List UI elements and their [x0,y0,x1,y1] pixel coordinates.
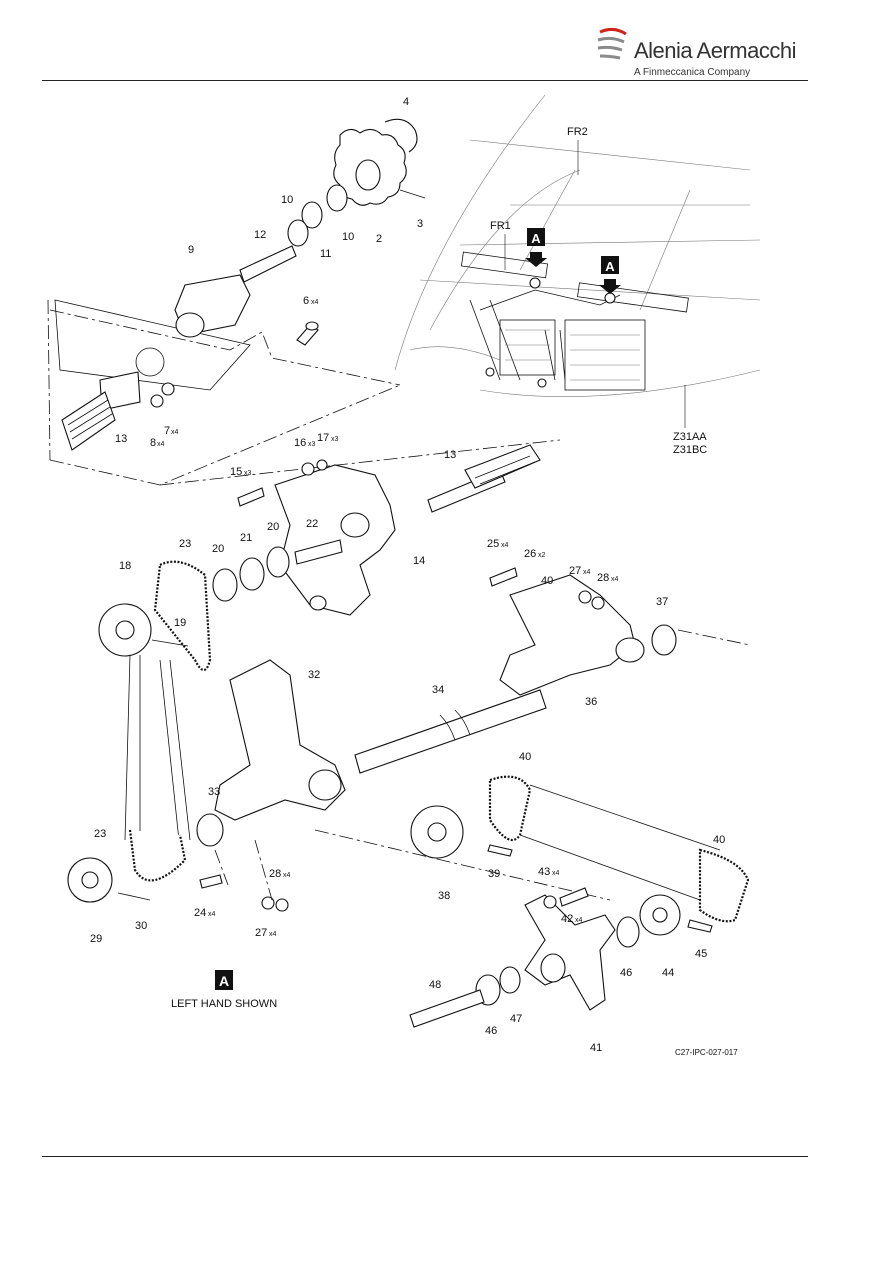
callout-6-qty: x4 [311,299,319,306]
callout-39: 39 [488,868,500,880]
callout-26: 26 [524,548,536,560]
callout-8: 8 [150,437,156,449]
drawing-code: C27-IPC-027-017 [675,1048,738,1057]
callout-32: 32 [308,669,320,681]
callout-36: 36 [585,696,597,708]
callout-28-qty: x4 [611,576,619,583]
callout-46b: 46 [485,1025,497,1037]
callout-4: 4 [403,96,409,108]
callout-26-qty: x2 [538,552,546,559]
company-logo: Alenia Aermacchi A Finmeccanica Company [596,22,796,82]
view-arrow-icon [599,279,621,294]
callout-48: 48 [429,979,441,991]
callout-3: 3 [417,218,423,230]
callout-7: 7 [164,425,170,437]
callout-29: 29 [90,933,102,945]
view-flag-letter: A [219,973,229,989]
callout-42: 42 [561,913,573,925]
upper-shaft-assembly [47,118,561,486]
callout-15: 15 [230,466,242,478]
callout-33: 33 [208,786,220,798]
frame-label-fr1: FR1 [490,220,511,232]
callout-17: 17 [317,432,329,444]
frame-label-fr2: FR2 [567,126,588,138]
callout-28b: 28 [269,868,281,880]
zone-label-z31aa: Z31AA [673,431,707,443]
view-caption: LEFT HAND SHOWN [171,998,277,1010]
view-a-legend: A LEFT HAND SHOWN [171,970,277,1010]
callout-25-qty: x4 [501,542,509,549]
left-chain-drive [67,560,212,903]
callout-20b: 20 [267,521,279,533]
footer-divider [42,1156,808,1157]
brand-tagline: A Finmeccanica Company [634,67,751,78]
callout-19: 19 [174,617,186,629]
callout-numbers: 4 10 3 12 10 11 2 9 6 x4 13 8 x4 7 x4 16… [90,96,725,1054]
callout-45: 45 [695,948,707,960]
view-flag-box [601,256,619,274]
callout-13: 13 [115,433,127,445]
callout-42-qty: x4 [575,917,583,924]
callout-37: 37 [656,596,668,608]
bracket-assembly [212,444,541,616]
callout-13b: 13 [444,449,456,461]
callout-14: 14 [413,555,425,567]
callout-25: 25 [487,538,499,550]
zone-label-z31bc: Z31BC [673,444,707,456]
lower-right-assembly [409,775,750,1028]
callout-24-qty: x4 [208,911,216,918]
callout-15-qty: x3 [244,470,252,477]
callout-23b: 23 [94,828,106,840]
callout-43-qty: x4 [552,870,560,877]
callout-23: 23 [179,538,191,550]
view-flag-letter: A [531,231,541,246]
callout-41: 41 [590,1042,602,1054]
callout-40: 40 [541,575,553,587]
callout-47: 47 [510,1013,522,1025]
callout-16-qty: x3 [308,441,316,448]
callout-44: 44 [662,967,674,979]
callout-12: 12 [254,229,266,241]
view-flag-box [527,228,545,246]
view-flag-box [215,970,233,990]
callout-8-qty: x4 [157,441,165,448]
callout-27: 27 [569,565,581,577]
callout-7-qty: x4 [171,429,179,436]
callout-24: 24 [194,907,206,919]
callout-40c: 40 [713,834,725,846]
callout-46: 46 [620,967,632,979]
callout-27b-qty: x4 [269,931,277,938]
callout-6: 6 [303,295,309,307]
callout-20: 20 [212,543,224,555]
callout-28: 28 [597,572,609,584]
logo-swoosh-icon [597,27,627,60]
callout-22: 22 [306,518,318,530]
callout-10b: 10 [342,231,354,243]
callout-34: 34 [432,684,444,696]
lever-shaft-assembly [196,567,751,912]
callout-27-qty: x4 [583,569,591,576]
callout-38: 38 [438,890,450,902]
parts-illustration: A A FR2 FR1 Z31AA Z31BC [0,82,893,1156]
page-header: Alenia Aermacchi A Finmeccanica Company [0,0,893,82]
callout-2: 2 [376,233,382,245]
callout-17-qty: x3 [331,436,339,443]
callout-43: 43 [538,866,550,878]
callout-21: 21 [240,532,252,544]
callout-18: 18 [119,560,131,572]
callout-27b: 27 [255,927,267,939]
callout-40b: 40 [519,751,531,763]
callout-10: 10 [281,194,293,206]
view-flag-letter: A [605,259,615,274]
callout-16: 16 [294,437,306,449]
brand-name: Alenia Aermacchi [634,38,796,63]
exploded-view-drawing: A A FR2 FR1 Z31AA Z31BC [47,94,761,1057]
header-divider [42,80,808,81]
structure-context-view: A A FR2 FR1 Z31AA Z31BC [394,94,761,456]
callout-28b-qty: x4 [283,872,291,879]
callout-9: 9 [188,244,194,256]
callout-30: 30 [135,920,147,932]
view-arrow-icon [525,252,547,267]
callout-11: 11 [320,248,331,260]
